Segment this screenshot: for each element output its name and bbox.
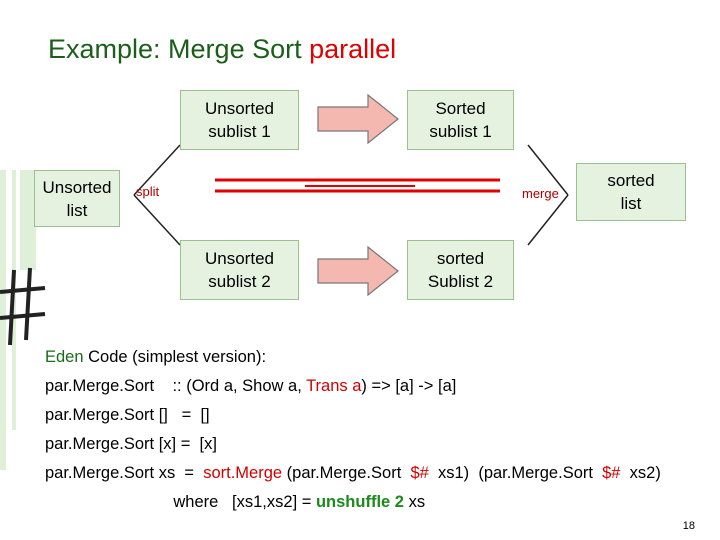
- xs-part-d: xs2): [620, 464, 661, 482]
- unsorted-list-box: Unsorted list: [34, 170, 120, 227]
- code-block: Eden Code (simplest version): par.Merge.…: [45, 343, 661, 517]
- code-line-xs: par.Merge.Sort xs = sort.Merge (par.Merg…: [45, 459, 661, 488]
- decor-stripe-3: [20, 170, 36, 270]
- xs-part-c: xs1) (par.Merge.Sort: [428, 464, 603, 482]
- sig-part-b: ) => [a] -> [a]: [361, 377, 457, 395]
- merge-line-down: [527, 194, 569, 246]
- sortmerge-word: sort.Merge: [203, 464, 283, 482]
- code-line-empty: par.Merge.Sort [] = []: [45, 406, 210, 424]
- merge-label: merge: [522, 186, 559, 201]
- split-line-down: [133, 194, 181, 246]
- code-heading-rest: Code (simplest version):: [83, 348, 267, 366]
- merge-line-up: [527, 144, 569, 196]
- sorted-sublist-2-box: sorted Sublist 2: [407, 240, 514, 300]
- sig-name: par.Merge.Sort: [45, 377, 155, 395]
- sig-trans: Trans a: [306, 377, 362, 395]
- code-heading: Eden Code (simplest version):: [45, 343, 661, 372]
- xs-part-b: (par.Merge.Sort: [282, 464, 411, 482]
- decor-stripe-1: [0, 170, 6, 470]
- sorted-sublist-1-box: Sorted sublist 1: [407, 90, 514, 150]
- eden-word: Eden: [45, 348, 84, 366]
- hash-icon: [0, 267, 46, 346]
- right-arrow-icon: [317, 245, 399, 297]
- xs-part-a: par.Merge.Sort xs =: [45, 464, 204, 482]
- sig-part-a: :: (Ord a, Show a,: [154, 377, 307, 395]
- split-line-up: [133, 144, 181, 196]
- unshuffle-word: unshuffle 2: [315, 493, 404, 511]
- where-part-a: where [xs1,xs2] =: [45, 493, 316, 511]
- unsorted-sublist-1-box: Unsorted sublist 1: [180, 90, 299, 150]
- split-label: split: [136, 184, 160, 199]
- title-main: Example: Merge Sort: [48, 34, 302, 64]
- unsorted-sublist-2-box: Unsorted sublist 2: [180, 240, 299, 300]
- dollar-op-1: $#: [410, 464, 429, 482]
- page-number: 18: [682, 520, 695, 532]
- where-part-b: xs: [403, 493, 426, 511]
- code-line-where: where [xs1,xs2] = unshuffle 2 xs: [45, 488, 661, 517]
- sorted-list-box: sorted list: [576, 163, 686, 221]
- slide-title: Example: Merge Sort parallel: [48, 34, 396, 65]
- right-arrow-icon: [317, 93, 399, 145]
- code-signature: par.Merge.Sort :: (Ord a, Show a, Trans …: [45, 372, 661, 401]
- title-accent: parallel: [309, 34, 397, 64]
- dollar-op-2: $#: [602, 464, 621, 482]
- code-line-single: par.Merge.Sort [x] = [x]: [45, 435, 217, 453]
